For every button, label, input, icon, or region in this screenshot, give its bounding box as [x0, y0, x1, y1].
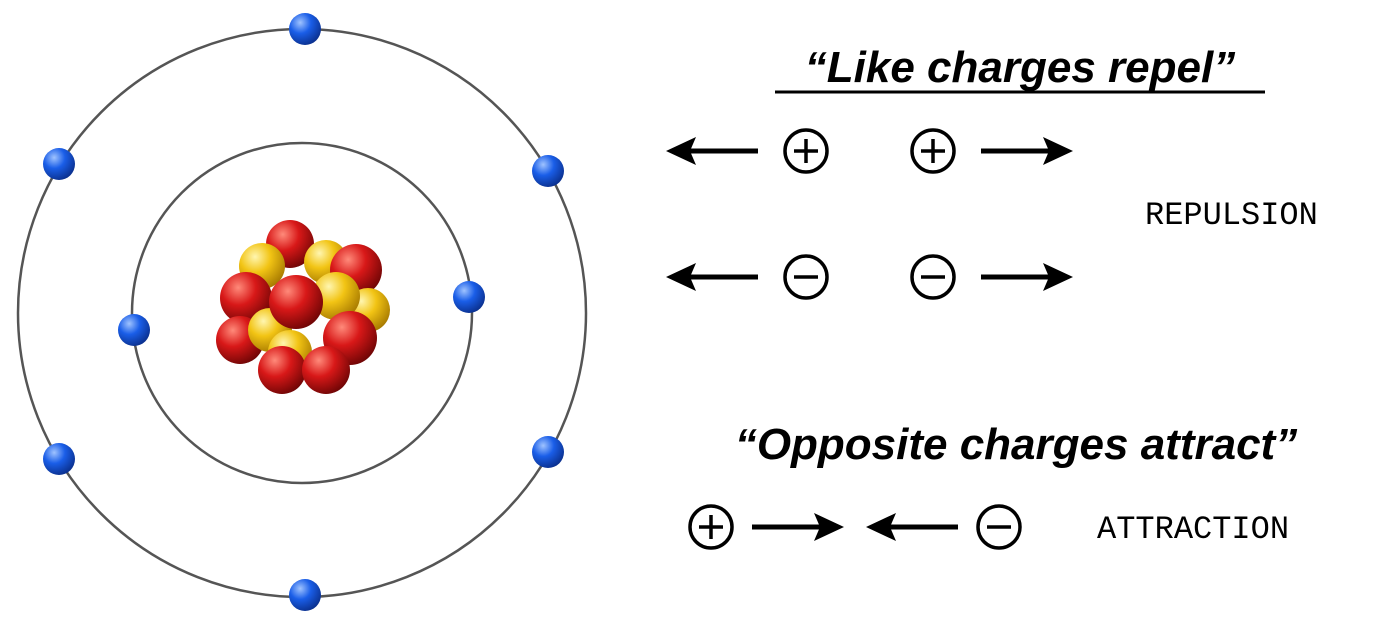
- right-arrow-icon: [981, 263, 1073, 291]
- nucleus: [216, 220, 390, 394]
- positive-charge-icon: [910, 128, 956, 174]
- proton-sphere: [258, 346, 306, 394]
- like-charges-section: “Like charges repel” REPULSI: [666, 43, 1318, 300]
- attraction-label: ATTRACTION: [1097, 511, 1289, 548]
- electron: [289, 13, 321, 45]
- left-arrow-icon: [666, 137, 758, 165]
- like-charges-heading: “Like charges repel”: [805, 43, 1235, 92]
- proton-sphere: [302, 346, 350, 394]
- repulsion-label: REPULSION: [1145, 197, 1318, 234]
- negative-charge-icon: [910, 254, 956, 300]
- negative-charge-icon: [783, 254, 829, 300]
- right-arrow-icon: [752, 513, 844, 541]
- left-arrow-icon: [666, 263, 758, 291]
- left-arrow-icon: [866, 513, 958, 541]
- repel-row-negative: [666, 254, 1073, 300]
- opposite-charges-heading: “Opposite charges attract”: [735, 420, 1297, 469]
- proton-sphere: [269, 275, 323, 329]
- neutron-sphere: [312, 272, 360, 320]
- positive-charge-icon: [783, 128, 829, 174]
- electron: [43, 443, 75, 475]
- negative-charge-icon: [976, 504, 1022, 550]
- electron: [118, 314, 150, 346]
- repel-row-positive: [666, 128, 1073, 174]
- electron: [532, 155, 564, 187]
- electron: [532, 436, 564, 468]
- opposite-charges-section: “Opposite charges attract” ATTRACTION: [688, 420, 1297, 550]
- electron: [453, 281, 485, 313]
- right-arrow-icon: [981, 137, 1073, 165]
- inner-orbit: [130, 141, 474, 485]
- attract-row: [688, 504, 1022, 550]
- positive-charge-icon: [688, 504, 734, 550]
- atom-model: [16, 13, 588, 611]
- electrons: [43, 13, 564, 611]
- electron: [43, 148, 75, 180]
- electron: [289, 579, 321, 611]
